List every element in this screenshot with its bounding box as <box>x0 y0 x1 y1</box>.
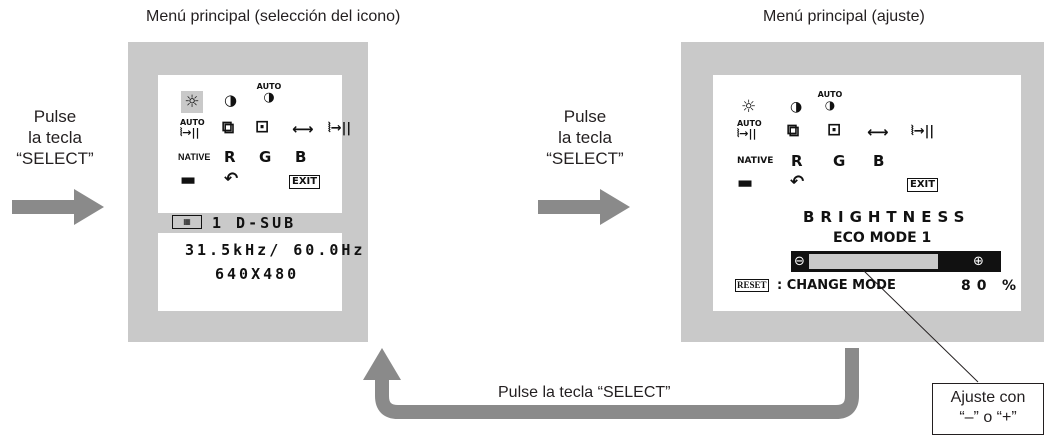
pulse-select-left: Pulse la tecla “SELECT” <box>0 106 110 169</box>
pulse-line-2: la tecla <box>28 128 82 147</box>
reset-icon: RESET <box>735 279 769 292</box>
slider-empty-area <box>809 254 938 269</box>
change-mode-label: : CHANGE MODE <box>777 278 896 293</box>
input-bar <box>158 213 342 233</box>
left-menu-title: Menú principal (selección del icono) <box>146 8 401 25</box>
adjust-callout: Ajuste con “–” o “+” <box>932 383 1044 435</box>
keyboard-icon: ▦ <box>172 215 202 229</box>
h-size-icon: ⟷ <box>292 120 314 138</box>
h-size-glyph-icon: ⦚→|| <box>737 127 757 140</box>
h-size-icon: ⟷ <box>867 123 889 141</box>
brightness-icon-selected: ☼ <box>181 91 203 113</box>
contrast-icon: ◑ <box>790 99 803 115</box>
tools-icon: ▬ <box>180 170 197 190</box>
exit-icon: EXIT <box>289 175 321 189</box>
green-icon: G <box>259 148 272 166</box>
osd-screen-left: ☼ ◑ AUTO ◑ AUTO ⦚→|| ⧉ ⊡ ⟷ ⦚→|| NATIVE R… <box>158 75 362 311</box>
factory-preset-icon: ↶ <box>224 169 239 189</box>
pulse-line-3: “SELECT” <box>16 149 94 168</box>
pulse-select-middle: Pulse la tecla “SELECT” <box>530 106 640 169</box>
tools-icon: ▬ <box>737 173 754 193</box>
resolution-line: 640X480 <box>215 265 300 283</box>
factory-preset-icon: ↶ <box>790 172 805 192</box>
auto-adjust-icon: AUTO ⦚→|| <box>180 118 210 139</box>
level-value: 80 <box>961 278 993 294</box>
monitor-left: ☼ ◑ AUTO ◑ AUTO ⦚→|| ⧉ ⊡ ⟷ ⦚→|| NATIVE R… <box>128 42 368 342</box>
blue-icon: B <box>295 148 307 166</box>
callout-line-2: “–” o “+” <box>959 409 1017 426</box>
contrast-glyph-icon: ◑ <box>824 98 836 112</box>
frequency-line: 31.5kHz/ 60.0Hz <box>185 241 366 259</box>
auto-label: AUTO <box>817 90 843 99</box>
fine-icon: ⦚→|| <box>911 124 935 139</box>
left-right-icon: ⧉ <box>787 121 800 141</box>
contrast-glyph-icon: ◑ <box>263 90 275 105</box>
setting-name: BRIGHTNESS <box>803 208 971 226</box>
auto-contrast-icon: AUTO ◑ <box>815 90 845 112</box>
auto-label: AUTO <box>256 82 282 91</box>
percent-unit: % <box>1002 278 1017 294</box>
pulse-line-2: la tecla <box>558 128 612 147</box>
input-line: 1 D-SUB <box>212 214 297 232</box>
auto-label-2: AUTO <box>180 118 205 127</box>
monitor-right: ☼ ◑ AUTO ◑ AUTO ⦚→|| ⧉ ⊡ ⟷ ⦚→|| NATIVE R… <box>681 42 1044 342</box>
left-right-icon: ⧉ <box>222 118 235 138</box>
auto-adjust-icon: AUTO ⦚→|| <box>737 119 767 140</box>
arrow-right-middle <box>538 189 630 225</box>
callout-line-1: Ajuste con <box>950 389 1026 406</box>
return-arrow <box>363 348 859 419</box>
level-slider: ⊖ ⊕ <box>791 251 1001 272</box>
contrast-icon: ◑ <box>224 91 238 109</box>
down-up-icon: ⊡ <box>827 120 842 140</box>
minus-icon: ⊖ <box>794 254 805 269</box>
red-icon: R <box>791 152 803 170</box>
down-up-icon: ⊡ <box>255 117 270 137</box>
pulse-line-1: Pulse <box>33 107 77 126</box>
native-icon: NATIVE <box>178 152 211 162</box>
right-menu-title: Menú principal (ajuste) <box>763 8 925 25</box>
green-icon: G <box>833 152 846 170</box>
exit-icon: EXIT <box>907 178 939 192</box>
arrow-right-left <box>12 189 104 225</box>
pulse-line-3: “SELECT” <box>546 149 624 168</box>
osd-screen-right: ☼ ◑ AUTO ◑ AUTO ⦚→|| ⧉ ⊡ ⟷ ⦚→|| NATIVE R… <box>713 75 1021 311</box>
plus-icon: ⊕ <box>973 254 984 269</box>
callout-leader-line <box>862 270 979 383</box>
native-icon: NATIVE <box>737 156 774 166</box>
auto-contrast-icon: AUTO ◑ <box>254 82 284 105</box>
mode-name: ECO MODE 1 <box>833 230 932 246</box>
auto-label-2: AUTO <box>737 119 762 128</box>
bottom-pulse-label: Pulse la tecla “SELECT” <box>498 384 671 401</box>
h-size-glyph-icon: ⦚→|| <box>180 126 200 139</box>
red-icon: R <box>224 148 236 166</box>
pulse-line-1: Pulse <box>563 107 607 126</box>
blue-icon: B <box>873 152 885 170</box>
brightness-icon: ☼ <box>741 97 757 117</box>
fine-icon: ⦚→|| <box>328 121 352 136</box>
